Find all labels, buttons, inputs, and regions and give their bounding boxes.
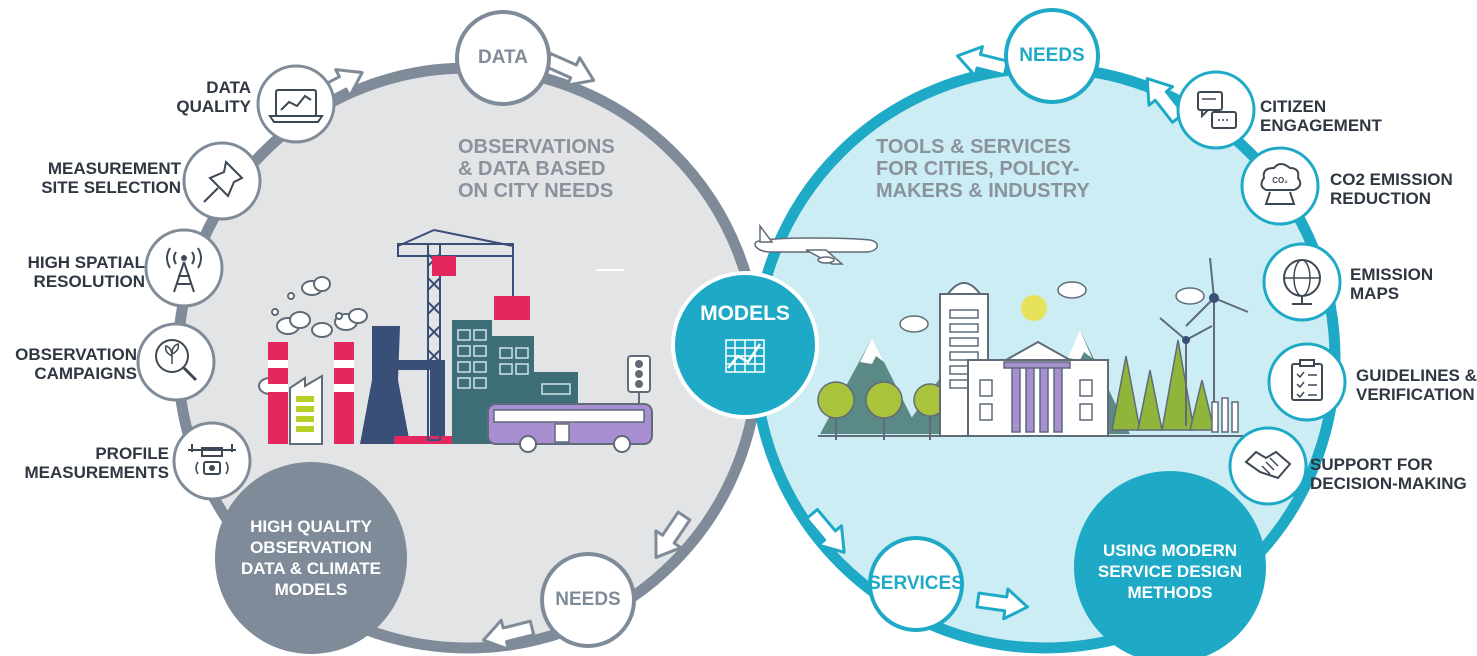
models-node xyxy=(671,271,819,419)
needs-node-right-label: NEEDS xyxy=(1019,45,1085,66)
observation-campaigns-label: OBSERVATION CAMPAIGNS xyxy=(15,345,137,383)
drone-camera-icon xyxy=(172,421,252,501)
high-quality-line: MODELS xyxy=(274,580,348,599)
service-design-node xyxy=(1074,471,1266,656)
item-label-line: DATA xyxy=(206,78,251,97)
left-title-line: ON CITY NEEDS xyxy=(458,180,614,202)
item-label-line: HIGH SPATIAL xyxy=(27,253,145,272)
globe-icon xyxy=(1262,242,1342,322)
high-quality-label: HIGH QUALITY OBSERVATION DATA & CLIMATE … xyxy=(215,516,407,600)
item-label-line: REDUCTION xyxy=(1330,189,1432,208)
high-quality-line: DATA & CLIMATE xyxy=(240,559,382,578)
right-title-line: MAKERS & INDUSTRY xyxy=(876,180,1090,202)
emission-maps-label: EMISSION MAPS xyxy=(1350,265,1433,303)
item-label-line: SUPPORT FOR xyxy=(1310,455,1433,474)
decision-making-label: SUPPORT FOR DECISION-MAKING xyxy=(1310,455,1467,493)
item-label-line: PROFILE xyxy=(95,444,169,463)
item-label-line: MEASUREMENT xyxy=(47,159,181,178)
item-label-line: CITIZEN xyxy=(1260,97,1327,116)
chat-bubbles-icon xyxy=(1176,70,1256,150)
needs-node-left xyxy=(540,552,636,648)
models-label: MODELS xyxy=(700,302,790,325)
data-quality-label: DATA QUALITY xyxy=(176,78,251,116)
data-node xyxy=(455,10,551,106)
sustainable-city-illustration xyxy=(817,257,1249,440)
item-label-line: QUALITY xyxy=(176,97,251,116)
high-quality-line: OBSERVATION xyxy=(250,538,372,557)
high-spatial-label: HIGH SPATIAL RESOLUTION xyxy=(28,253,145,291)
measurement-site-label: MEASUREMENT SITE SELECTION xyxy=(41,159,181,197)
item-label-line: OBSERVATION xyxy=(15,345,137,364)
item-label-line: VERIFICATION xyxy=(1356,385,1475,404)
pushpin-icon xyxy=(182,141,262,221)
item-label-line: DECISION-MAKING xyxy=(1310,474,1467,493)
right-title-line: FOR CITIES, POLICY- xyxy=(876,158,1080,180)
clipboard-checklist-icon xyxy=(1267,342,1347,422)
services-node-label: SERVICES xyxy=(868,573,964,594)
co2-emission-label: CO2 EMISSION REDUCTION xyxy=(1330,170,1453,208)
service-design-line: USING MODERN xyxy=(1102,541,1238,560)
magnifier-plant-icon xyxy=(136,322,216,402)
left-title-line: & DATA BASED xyxy=(458,158,606,180)
service-design-line: SERVICE DESIGN xyxy=(1097,562,1243,581)
left-title: OBSERVATIONS & DATA BASED ON CITY NEEDS xyxy=(458,136,615,202)
left-nodes xyxy=(136,10,636,654)
svg-text:CO₂: CO₂ xyxy=(1272,176,1288,185)
city-industry-illustration xyxy=(258,229,653,453)
co2-cloud-icon: CO₂ xyxy=(1240,146,1320,226)
left-title-line: OBSERVATIONS xyxy=(458,136,615,158)
service-design-label: USING MODERN SERVICE DESIGN METHODS xyxy=(1074,540,1266,603)
item-label-line: ENGAGEMENT xyxy=(1260,116,1382,135)
high-quality-node xyxy=(215,462,407,654)
service-design-line: METHODS xyxy=(1127,583,1213,602)
item-label-line: CAMPAIGNS xyxy=(34,364,137,383)
right-title-line: TOOLS & SERVICES xyxy=(876,136,1071,158)
needs-node-left-label: NEEDS xyxy=(555,589,621,610)
antenna-tower-icon xyxy=(144,228,224,308)
item-label-line: SITE SELECTION xyxy=(41,178,181,197)
guidelines-label: GUIDELINES & VERIFICATION xyxy=(1356,366,1477,404)
right-nodes: CO₂ xyxy=(868,8,1347,656)
item-label-line: EMISSION xyxy=(1350,265,1434,284)
item-label-line: RESOLUTION xyxy=(33,272,145,291)
right-title: TOOLS & SERVICES FOR CITIES, POLICY- MAK… xyxy=(876,136,1090,202)
profile-measurements-label: PROFILE MEASUREMENTS xyxy=(24,444,169,482)
item-label-line: GUIDELINES & xyxy=(1356,366,1477,385)
item-label-line: CO2 EMISSION xyxy=(1330,170,1453,189)
item-label-line: MAPS xyxy=(1350,284,1400,303)
chart-grid-icon xyxy=(725,339,765,373)
laptop-chart-icon xyxy=(256,64,336,144)
data-node-label: DATA xyxy=(478,47,528,68)
airplane-icon xyxy=(754,223,878,265)
needs-node-right xyxy=(1004,8,1100,104)
services-node xyxy=(868,536,964,632)
citizen-engagement-label: CITIZEN ENGAGEMENT xyxy=(1260,97,1382,135)
item-label-line: MEASUREMENTS xyxy=(24,463,169,482)
high-quality-line: HIGH QUALITY xyxy=(250,517,372,536)
handshake-icon xyxy=(1228,426,1308,506)
